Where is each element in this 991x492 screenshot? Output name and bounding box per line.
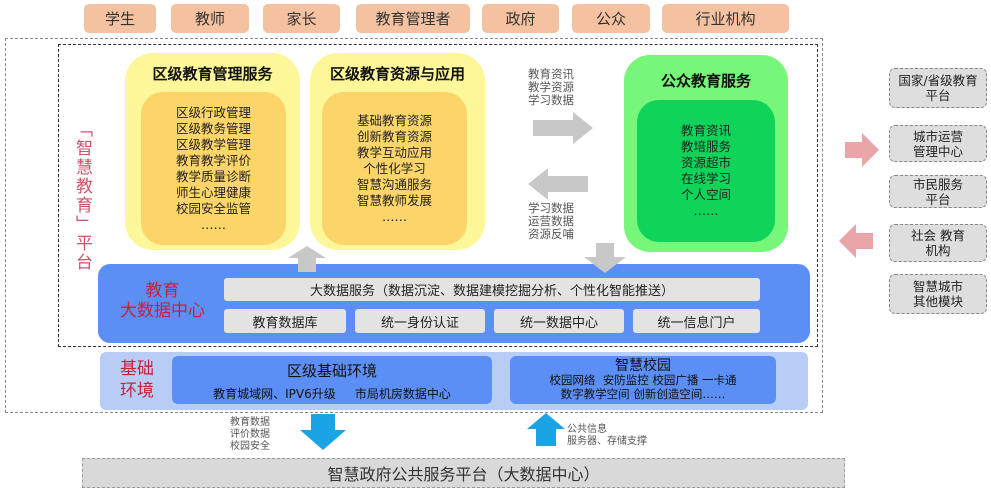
stakeholder-teachers: 教师 — [171, 4, 249, 33]
list-item: 教培服务 — [680, 139, 731, 154]
flow-out-labels: 教育资讯 教学资源 学习数据 — [528, 68, 574, 107]
module-info-portal: 统一信息门户 — [633, 309, 760, 333]
flow-label: 教育数据 — [230, 417, 270, 428]
flow-label: 运营数据 — [528, 214, 574, 228]
flow-label: 学习数据 — [528, 93, 574, 107]
list-item: …… — [382, 208, 407, 224]
resources-panel: 区级教育资源与应用 基础教育资源 创新教育资源 教学互动应用 个性化学习 智慧沟… — [310, 53, 485, 250]
flow-label: 教学资源 — [528, 80, 574, 94]
down-labels: 教育数据 评价数据 校园安全 — [230, 417, 270, 453]
campus-title: 智慧校园 — [615, 358, 671, 374]
list-item: 个人空间 — [680, 187, 731, 202]
stakeholder-public: 公众 — [572, 4, 650, 33]
district-desc: 教育城域网、IPV6升级 市局机房数据中心 — [213, 387, 451, 401]
flow-in-labels: 学习数据 运营数据 资源反哺 — [528, 202, 574, 241]
stakeholder-managers: 教育管理者 — [356, 4, 470, 33]
label-line: 大数据中心 — [120, 301, 205, 321]
external-smart-city-modules: 智慧城市 其他模块 — [889, 274, 987, 314]
arrow-up-blue-icon — [527, 413, 565, 446]
platform-frame — [58, 44, 818, 347]
campus-line1: 校园网络 安防监控 校园广播 一卡通 — [549, 373, 737, 387]
list-item: 师生心理健康 — [175, 184, 251, 200]
list-item: 区级教学管理 — [175, 136, 251, 152]
list-item: 基础教育资源 — [356, 112, 432, 128]
list-item: 区级行政管理 — [175, 104, 251, 120]
stakeholder-students: 学生 — [84, 4, 156, 33]
district-title: 区级基础环境 — [286, 362, 377, 380]
resources-title: 区级教育资源与应用 — [329, 65, 465, 83]
external-label: 市民服务 平台 — [912, 176, 963, 207]
list-item: 教育教学评价 — [175, 152, 251, 168]
bigdata-label: 教育 大数据中心 — [105, 281, 220, 321]
flow-label: 服务器、存储支撑 — [567, 436, 647, 447]
list-item: 智慧沟通服务 — [356, 176, 432, 192]
list-item: 区级教务管理 — [175, 120, 251, 136]
public-service-panel: 公众教育服务 教育资讯 教培服务 资源超市 在线学习 个人空间 …… — [624, 55, 788, 252]
list-item: 智慧教师发展 — [356, 192, 432, 208]
gov-platform: 智慧政府公共服务平台（大数据中心） — [82, 458, 845, 488]
arrow-right-pink-icon — [845, 133, 879, 167]
arrow-left-pink-icon — [839, 224, 873, 258]
mgmt-service-panel: 区级教育管理服务 区级行政管理 区级教务管理 区级教学管理 教育教学评价 教学质… — [125, 53, 300, 250]
campus-line2: 数字教学空间 创新创造空间…… — [560, 387, 726, 401]
list-item: …… — [693, 203, 719, 218]
list-item: 教学质量诊断 — [175, 168, 251, 184]
bigdata-service: 大数据服务（数据沉淀、数据建模挖掘分析、个性化智能推送） — [224, 278, 760, 301]
module-identity-auth: 统一身份认证 — [355, 309, 485, 333]
flow-label: 校园安全 — [230, 441, 270, 452]
external-national-platform: 国家/省级教育 平台 — [889, 68, 987, 108]
foundation-label: 基础 环境 — [112, 358, 162, 402]
external-label: 社会 教育机构 — [911, 228, 965, 258]
list-item: 个性化学习 — [363, 160, 426, 176]
platform-label: 「智慧教育」平台 — [72, 120, 92, 272]
flow-label: 学习数据 — [528, 201, 574, 215]
list-item: 教学互动应用 — [356, 144, 432, 160]
external-label: 智慧城市 其他模块 — [912, 279, 963, 309]
district-infrastructure: 区级基础环境 教育城域网、IPV6升级 市局机房数据中心 — [172, 356, 492, 404]
list-item: 资源超市 — [680, 155, 731, 170]
smart-campus: 智慧校园 校园网络 安防监控 校园广播 一卡通 数字教学空间 创新创造空间…… — [510, 356, 776, 404]
arrow-down-blue-icon — [300, 414, 346, 450]
label-line: 基础 — [120, 359, 154, 379]
module-education-db: 教育数据库 — [224, 309, 346, 333]
external-social-education: 社会 教育机构 — [889, 224, 987, 262]
flow-label: 教育资讯 — [528, 67, 574, 81]
external-city-ops: 城市运营 管理中心 — [889, 125, 987, 162]
label-line: 环境 — [120, 381, 154, 401]
list-item: 教育资讯 — [680, 123, 731, 138]
flow-label: 资源反哺 — [528, 227, 574, 241]
public-list: 教育资讯 教培服务 资源超市 在线学习 个人空间 …… — [637, 100, 775, 242]
external-label: 国家/省级教育 平台 — [898, 73, 978, 103]
list-item: 在线学习 — [680, 171, 731, 186]
public-title: 公众教育服务 — [660, 72, 751, 90]
arrow-right-icon — [533, 112, 593, 144]
stakeholder-parents: 家长 — [263, 4, 340, 33]
mgmt-list: 区级行政管理 区级教务管理 区级教学管理 教育教学评价 教学质量诊断 师生心理健… — [141, 92, 286, 245]
arrow-up-icon — [288, 246, 326, 272]
stakeholder-government: 政府 — [482, 4, 559, 33]
flow-label: 评价数据 — [230, 429, 270, 440]
label-line: 教育 — [145, 281, 180, 301]
stakeholder-industry: 行业机构 — [662, 4, 789, 33]
list-item: 创新教育资源 — [356, 128, 432, 144]
mgmt-title: 区级教育管理服务 — [152, 65, 273, 83]
module-data-center: 统一数据中心 — [494, 309, 624, 333]
external-citizen-platform: 市民服务 平台 — [889, 175, 987, 208]
arrow-down-icon — [584, 243, 626, 273]
external-label: 城市运营 管理中心 — [912, 128, 963, 159]
arrow-left-icon — [528, 168, 588, 200]
outer-frame — [5, 38, 823, 413]
up-labels: 公共信息 服务器、存储支撑 — [567, 424, 647, 448]
list-item: 校园安全监管 — [175, 200, 251, 216]
resources-list: 基础教育资源 创新教育资源 教学互动应用 个性化学习 智慧沟通服务 智慧教师发展… — [322, 92, 467, 245]
flow-label: 公共信息 — [567, 424, 607, 435]
list-item: …… — [201, 216, 226, 232]
